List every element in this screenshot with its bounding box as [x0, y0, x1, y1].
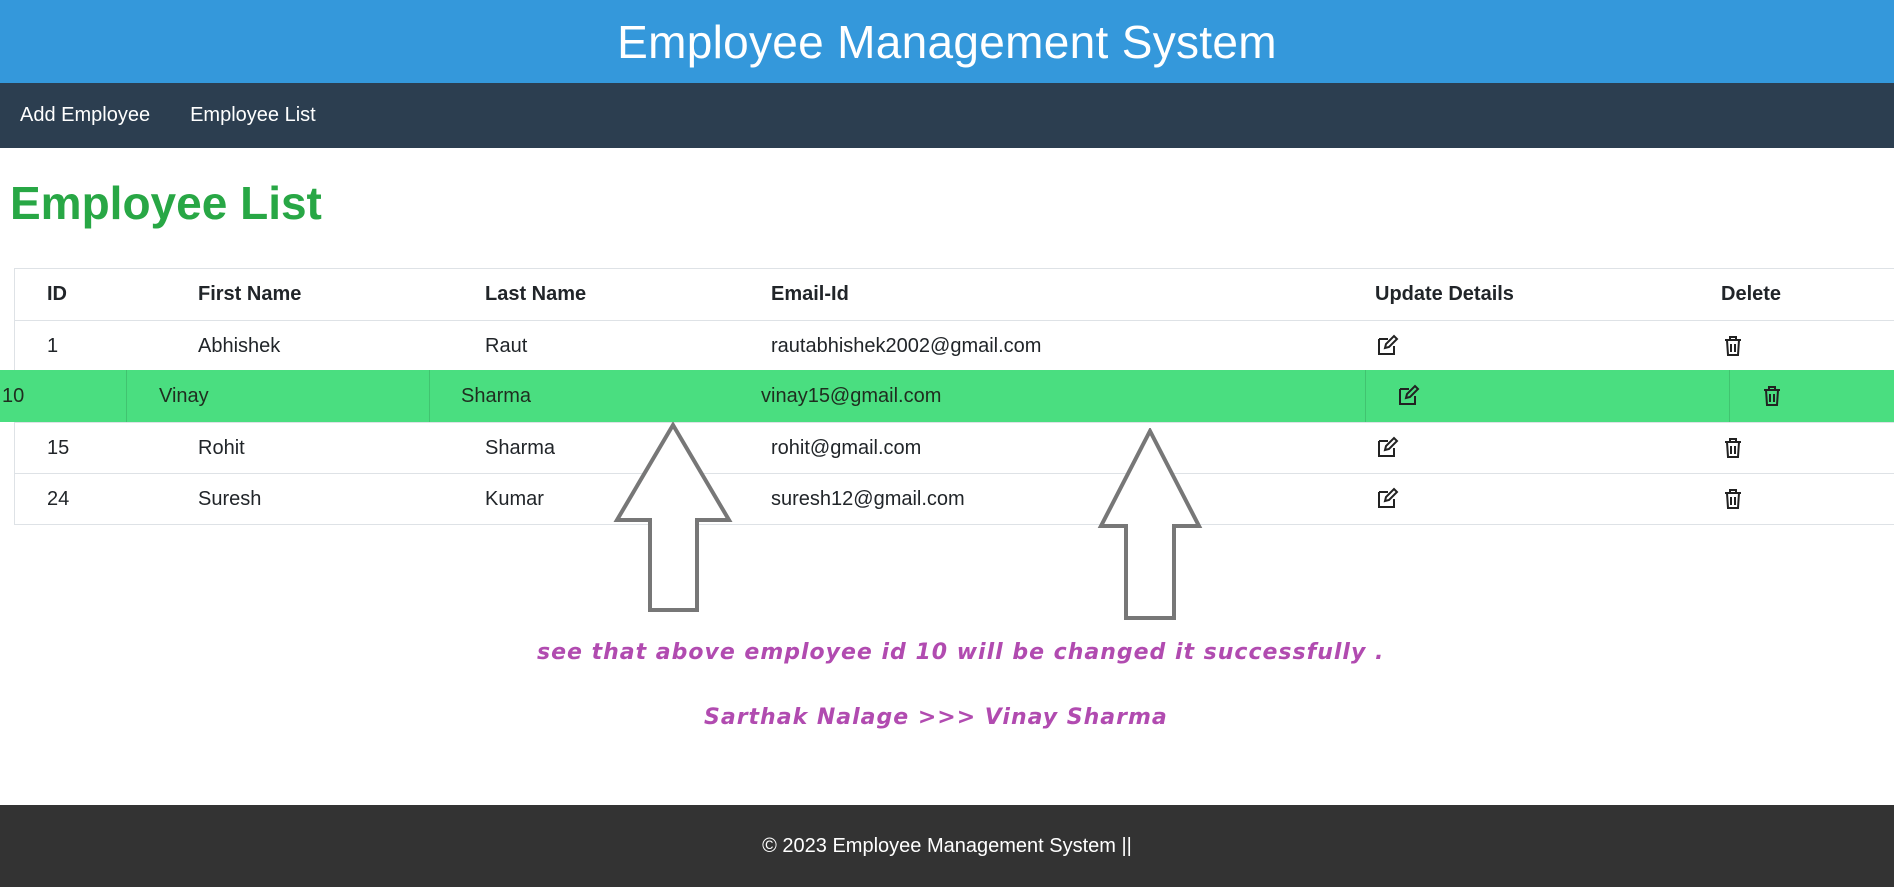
cell-id: 10 — [2, 384, 25, 407]
table-row: 1 Abhishek Raut rautabhishek2002@gmail.c… — [15, 320, 1894, 371]
update-button[interactable] — [1375, 474, 1399, 524]
cell-email: vinay15@gmail.com — [761, 384, 942, 407]
cell-id: 15 — [47, 436, 70, 459]
trash-icon[interactable] — [1721, 436, 1745, 460]
cell-id: 1 — [47, 334, 59, 357]
nav-add-employee[interactable]: Add Employee — [20, 104, 151, 126]
nav-bar: Add Employee Employee List — [0, 83, 1894, 148]
trash-icon[interactable] — [1721, 487, 1745, 511]
edit-icon[interactable] — [1375, 334, 1399, 358]
cell-divider — [429, 370, 430, 422]
cell-first-name: Suresh — [198, 487, 262, 510]
annotation-change-text: Sarthak Nalage >>> Vinay Sharma — [704, 705, 1168, 730]
footer-text: © 2023 Employee Management System || — [762, 834, 1132, 857]
cell-email: suresh12@gmail.com — [771, 487, 965, 510]
column-header-first-name: First Name — [198, 283, 302, 305]
update-button[interactable] — [1396, 370, 1420, 422]
highlighted-table-row: 10 Vinay Sharma vinay15@gmail.com — [0, 370, 1894, 422]
edit-icon[interactable] — [1396, 384, 1420, 408]
delete-button[interactable] — [1721, 321, 1745, 371]
trash-icon[interactable] — [1760, 384, 1784, 408]
footer: © 2023 Employee Management System || — [0, 805, 1894, 887]
cell-divider — [126, 370, 127, 422]
edit-icon[interactable] — [1375, 436, 1399, 460]
app-title: Employee Management System — [617, 15, 1277, 68]
up-arrow-icon — [613, 422, 733, 612]
cell-email: rohit@gmail.com — [771, 436, 922, 459]
cell-last-name: Sharma — [461, 384, 532, 407]
cell-last-name: Raut — [485, 334, 528, 357]
table-row: 15 Rohit Sharma rohit@gmail.com — [15, 422, 1894, 473]
column-header-email: Email-Id — [771, 283, 849, 305]
cell-id: 24 — [47, 487, 70, 510]
column-header-update: Update Details — [1375, 283, 1514, 305]
table-row: 24 Suresh Kumar suresh12@gmail.com — [15, 473, 1894, 524]
cell-first-name: Rohit — [198, 436, 245, 459]
delete-button[interactable] — [1721, 474, 1745, 524]
cell-first-name: Abhishek — [198, 334, 281, 357]
app-header: Employee Management System — [0, 0, 1894, 83]
cell-first-name: Vinay — [159, 384, 209, 407]
column-header-last-name: Last Name — [485, 283, 587, 305]
up-arrow-icon — [1097, 428, 1203, 620]
update-button[interactable] — [1375, 321, 1399, 371]
update-button[interactable] — [1375, 423, 1399, 473]
cell-last-name: Sharma — [485, 436, 556, 459]
column-header-id: ID — [47, 283, 67, 305]
delete-button[interactable] — [1760, 370, 1784, 422]
edit-icon[interactable] — [1375, 487, 1399, 511]
cell-divider — [1365, 370, 1366, 422]
cell-last-name: Kumar — [485, 487, 544, 510]
cell-email: rautabhishek2002@gmail.com — [771, 334, 1042, 357]
annotation-text: see that above employee id 10 will be ch… — [537, 640, 1385, 665]
trash-icon[interactable] — [1721, 334, 1745, 358]
column-header-delete: Delete — [1721, 283, 1782, 305]
nav-employee-list[interactable]: Employee List — [190, 104, 316, 126]
table-header-row: ID First Name Last Name Email-Id Update … — [15, 269, 1894, 320]
cell-divider — [1729, 370, 1730, 422]
page-title: Employee List — [10, 177, 322, 229]
delete-button[interactable] — [1721, 423, 1745, 473]
